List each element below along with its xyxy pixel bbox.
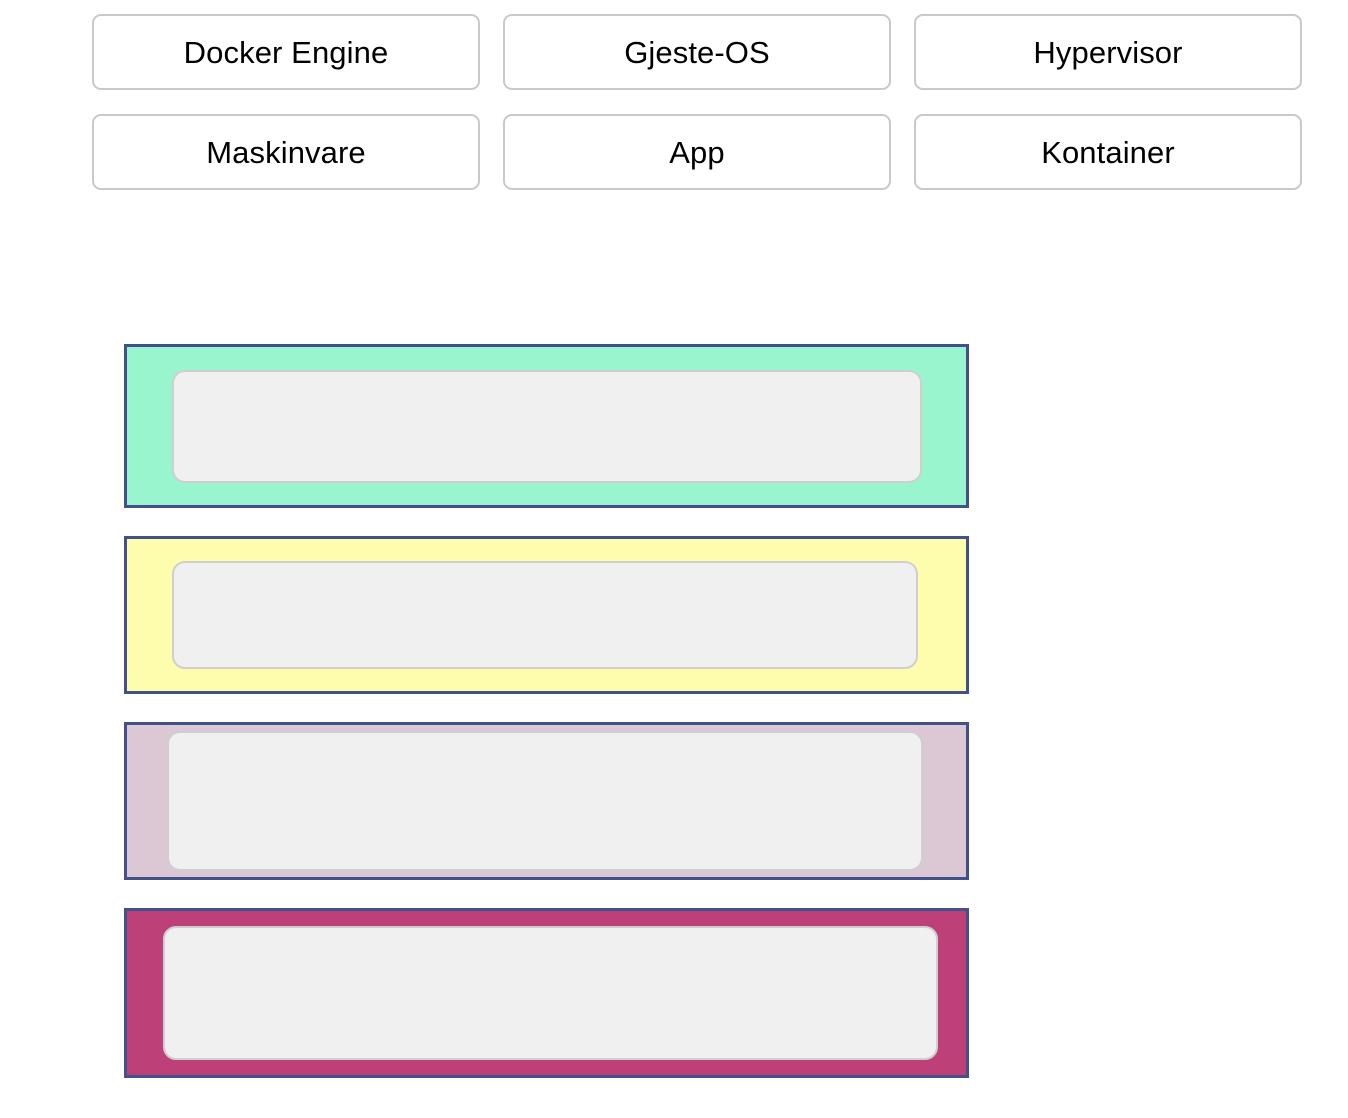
dropzone-row-3[interactable] — [124, 722, 969, 880]
draggable-tile-maskinvare[interactable]: Maskinvare — [92, 114, 480, 190]
tile-label: App — [669, 134, 725, 170]
draggable-tile-hypervisor[interactable]: Hypervisor — [914, 14, 1302, 90]
tile-label: Gjeste-OS — [624, 34, 770, 70]
dropzone-slot[interactable] — [167, 731, 923, 871]
draggable-tile-app[interactable]: App — [503, 114, 891, 190]
dropzone-slot[interactable] — [172, 561, 918, 669]
tile-bank: Docker Engine Gjeste-OS Hypervisor Maski… — [92, 14, 1302, 190]
dropzone-row-1[interactable] — [124, 344, 969, 508]
dropzone-stack — [124, 344, 969, 1078]
draggable-tile-docker-engine[interactable]: Docker Engine — [92, 14, 480, 90]
dropzone-slot[interactable] — [172, 369, 922, 483]
tile-label: Kontainer — [1041, 134, 1175, 170]
draggable-tile-gjeste-os[interactable]: Gjeste-OS — [503, 14, 891, 90]
dropzone-row-2[interactable] — [124, 536, 969, 694]
dropzone-slot[interactable] — [163, 926, 938, 1060]
draggable-tile-kontainer[interactable]: Kontainer — [914, 114, 1302, 190]
tile-label: Maskinvare — [206, 134, 366, 170]
dropzone-row-4[interactable] — [124, 908, 969, 1078]
tile-label: Docker Engine — [183, 34, 389, 70]
tile-label: Hypervisor — [1033, 34, 1183, 70]
